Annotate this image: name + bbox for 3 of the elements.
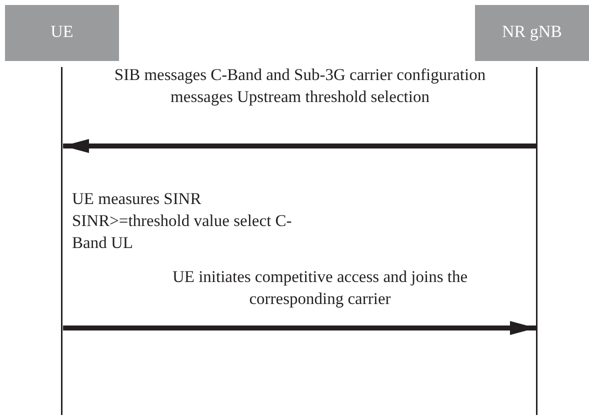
- note-text: UE measures SINR SINR>=threshold value select C-Band UL: [72, 188, 293, 254]
- message-label: SIB messages C-Band and Sub-3G carrier configuration messages Upstream threshold selection: [113, 64, 487, 108]
- message-label: UE initiates competitive access and joins the corresponding carrier: [171, 266, 469, 310]
